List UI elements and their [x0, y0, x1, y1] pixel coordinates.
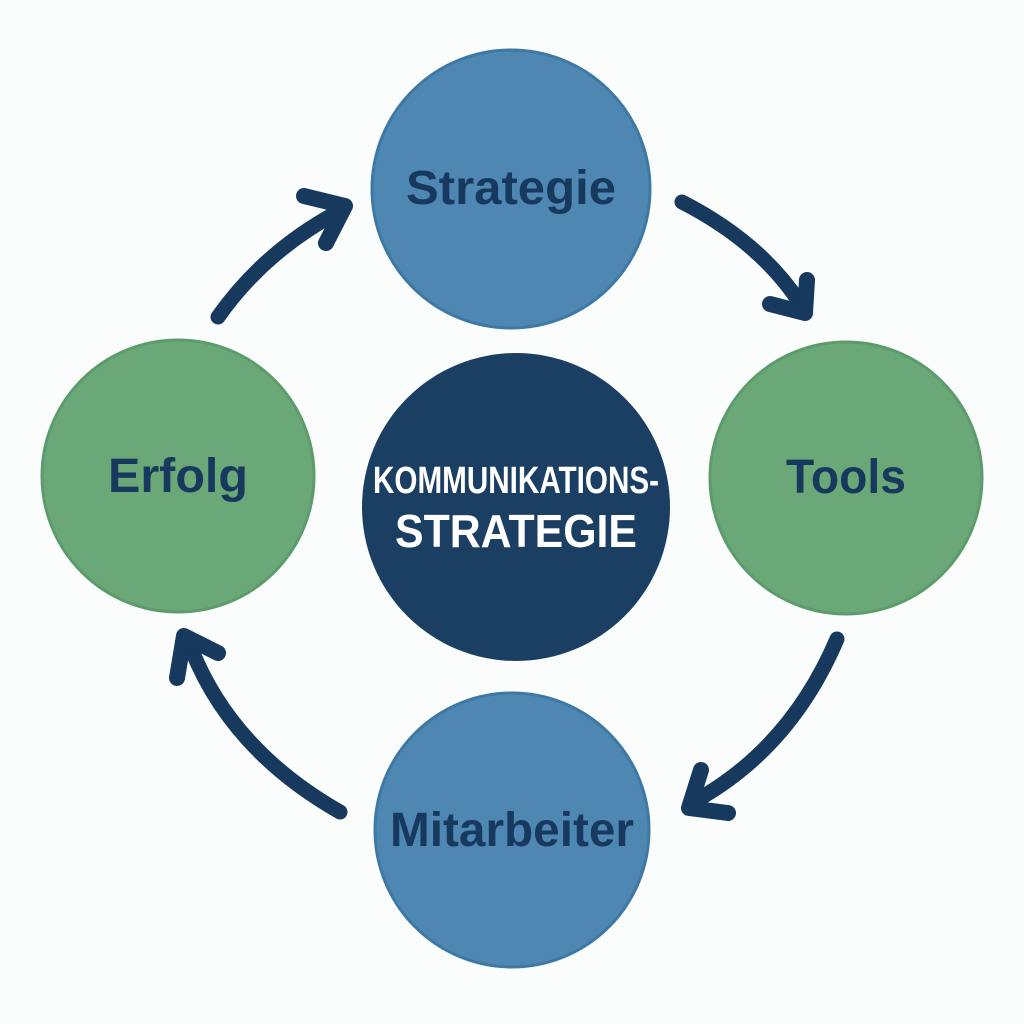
node-mitarbeiter-label: Mitarbeiter [390, 804, 634, 857]
node-mitarbeiter: Mitarbeiter [373, 691, 651, 969]
center-label-line1: KOMMUNIKATIONS- [373, 460, 659, 502]
arrow-head-icon [681, 762, 736, 821]
node-mitarbeiter-circle [373, 691, 651, 969]
arrow-mitarbeiter-to-erfolg [169, 628, 348, 820]
arrow-shaft [210, 205, 344, 325]
node-tools-circle [708, 340, 984, 616]
node-erfolg: Erfolg [40, 338, 316, 614]
arrow-erfolg-to-strategie [210, 188, 353, 325]
node-tools: Tools [708, 340, 984, 616]
arrow-shaft [689, 631, 845, 808]
node-strategie-circle [370, 48, 652, 330]
arrow-head-icon [296, 188, 353, 251]
arrow-shaft [674, 194, 808, 311]
arrow-strategie-to-tools [674, 194, 815, 321]
center-label-line2: STRATEGIE [395, 505, 637, 557]
node-strategie: Strategie [370, 48, 652, 330]
center-circle [362, 353, 670, 661]
arrow-shaft [183, 640, 348, 820]
node-tools-label: Tools [786, 451, 906, 504]
arrow-head-icon [169, 628, 226, 686]
arrow-tools-to-mitarbeiter [681, 631, 845, 821]
node-erfolg-circle [40, 338, 316, 614]
center-node: KOMMUNIKATIONS- STRATEGIE [362, 353, 670, 661]
node-strategie-label: Strategie [406, 162, 616, 215]
arrow-head-icon [762, 272, 815, 321]
node-erfolg-label: Erfolg [108, 450, 248, 503]
